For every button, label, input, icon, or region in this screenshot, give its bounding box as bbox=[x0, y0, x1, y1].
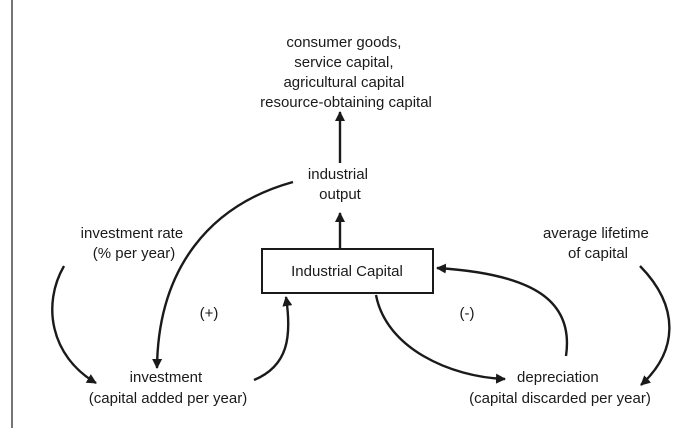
depreciation-line: (capital discarded per year) bbox=[469, 390, 651, 407]
investment-line: investment bbox=[130, 369, 203, 386]
depreciation-label: depreciation (capital discarded per year… bbox=[469, 369, 651, 407]
industrial-output-line: output bbox=[319, 186, 362, 203]
depreciation-line: depreciation bbox=[517, 369, 599, 386]
output-sectors-line: service capital, bbox=[294, 54, 393, 71]
industrial-capital-stock: Industrial Capital bbox=[261, 248, 434, 294]
output-sectors-line: agricultural capital bbox=[283, 74, 404, 91]
investment-rate-line: (% per year) bbox=[93, 245, 176, 262]
output-sectors-line: consumer goods, bbox=[286, 34, 401, 51]
arrow-output-to-investment bbox=[152, 180, 294, 369]
arrow-investment-to-capital bbox=[253, 296, 293, 382]
arrow-investment-rate-to-investment bbox=[51, 265, 97, 385]
average-lifetime-line: of capital bbox=[568, 245, 628, 262]
arrow-lifetime-to-depreciation bbox=[639, 265, 671, 386]
output-sectors-line: resource-obtaining capital bbox=[260, 94, 432, 111]
industrial-output-label: industrial output bbox=[308, 166, 372, 203]
balancing-loop-label: (-) bbox=[460, 305, 475, 322]
reinforcing-loop-label: (+) bbox=[200, 305, 219, 322]
industrial-capital-box bbox=[261, 248, 434, 294]
investment-rate-label: investment rate (% per year) bbox=[81, 225, 188, 262]
arrow-depreciation-to-capital bbox=[436, 263, 569, 357]
average-lifetime-label: average lifetime of capital bbox=[543, 225, 653, 262]
industrial-output-line: industrial bbox=[308, 166, 368, 183]
investment-label: investment (capital added per year) bbox=[89, 369, 247, 407]
investment-line: (capital added per year) bbox=[89, 390, 247, 407]
industrial-capital-label: Industrial Capital bbox=[291, 263, 403, 280]
output-sectors-label: consumer goods, service capital, agricul… bbox=[260, 34, 432, 111]
average-lifetime-line: average lifetime bbox=[543, 225, 649, 242]
investment-rate-line: investment rate bbox=[81, 225, 184, 242]
arrow-capital-to-depreciation bbox=[374, 294, 506, 384]
